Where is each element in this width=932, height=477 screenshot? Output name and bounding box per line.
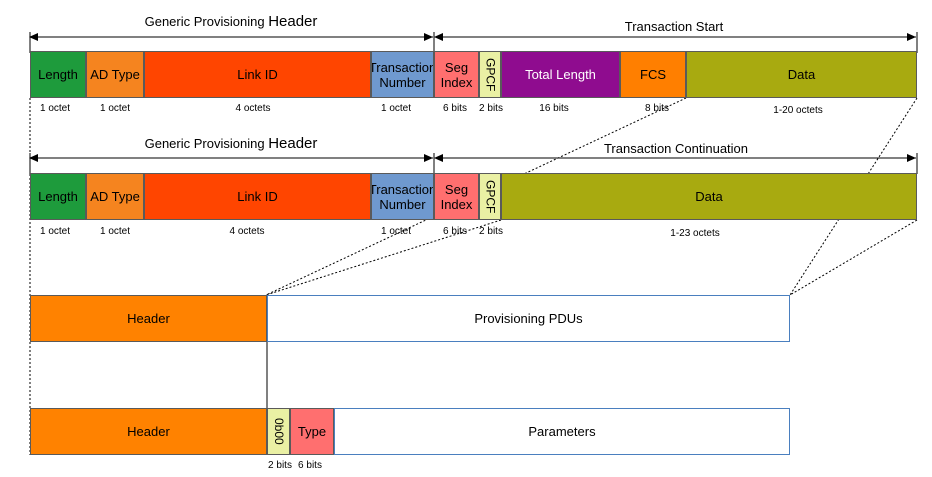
row2-data-size: 1-23 octets <box>670 228 720 239</box>
row2-transaction-number-size: 1 octet <box>380 226 412 237</box>
row2-ad-type-size: 1 octet <box>99 226 131 237</box>
row1-data-size: 1-20 octets <box>773 105 823 116</box>
row2-length-size: 1 octet <box>39 226 71 237</box>
row2-seg-index-size: 6 bits <box>443 226 467 237</box>
row2-length-field: Length <box>30 173 86 220</box>
row1-transaction-number-field: Transaction Number <box>371 51 434 98</box>
pdu-type-field: Type <box>290 408 334 455</box>
row2-header-title: Generic Provisioning Header <box>145 136 318 152</box>
pdu-type-size: 6 bits <box>298 460 322 471</box>
row2-link-id-size: 4 octets <box>229 226 265 237</box>
provisioning-pdus-field: Provisioning PDUs <box>267 295 790 342</box>
row1-seg-index-size: 6 bits <box>443 103 467 114</box>
row2-ad-type-field: AD Type <box>86 173 144 220</box>
row2-header-title-b: Header <box>268 135 318 152</box>
row1-header-title-b: Header <box>268 13 318 30</box>
row1-fcs-size: 8 bits <box>645 103 669 114</box>
row1-gpcf-field: GPCF <box>479 51 501 98</box>
row1-link-id-size: 4 octets <box>235 103 271 114</box>
row1-total-length-size: 16 bits <box>539 103 569 114</box>
row1-section-title: Transaction Start <box>624 19 724 34</box>
row2-data-field: Data <box>501 173 917 220</box>
row2-section-title: Transaction Continuation <box>603 141 749 156</box>
pdu-bits-label: 0b00 <box>272 418 286 445</box>
row1-length-field: Length <box>30 51 86 98</box>
connector-data-left-row2 <box>265 219 502 296</box>
row1-length-size: 1 octet <box>39 103 71 114</box>
row2-link-id-field: Link ID <box>144 173 371 220</box>
pdu-header-field: Header <box>30 295 267 342</box>
row1-header-title: Generic Provisioning Header <box>145 14 318 30</box>
pdu-bits-field: 0b00 <box>267 408 290 455</box>
row1-transaction-number-size: 1 octet <box>380 103 412 114</box>
row1-gpcf-size: 2 bits <box>479 103 503 114</box>
row1-ad-type-size: 1 octet <box>99 103 131 114</box>
row2-gpcf-size: 2 bits <box>479 226 503 237</box>
pdu-bits-size: 2 bits <box>268 460 292 471</box>
row1-data-field: Data <box>686 51 917 98</box>
row1-seg-index-field: Seg Index <box>434 51 479 98</box>
pdu-subheader-field: Header <box>30 408 267 455</box>
row2-header-title-a: Generic Provisioning <box>144 136 265 151</box>
row2-seg-index-field: Seg Index <box>434 173 479 220</box>
row1-header-title-a: Generic Provisioning <box>144 14 265 29</box>
connector-data-right-row2 <box>789 219 918 296</box>
row2-transaction-number-field: Transaction Number <box>371 173 434 220</box>
row1-link-id-field: Link ID <box>144 51 371 98</box>
row2-gpcf-label: GPCF <box>483 179 498 214</box>
row1-fcs-field: FCS <box>620 51 686 98</box>
connector-data-left-row1 <box>265 97 687 296</box>
parameters-field: Parameters <box>334 408 790 455</box>
row1-total-length-field: Total Length <box>501 51 620 98</box>
row1-gpcf-label: GPCF <box>483 57 498 92</box>
row2-gpcf-field: GPCF <box>479 173 501 220</box>
row1-ad-type-field: AD Type <box>86 51 144 98</box>
